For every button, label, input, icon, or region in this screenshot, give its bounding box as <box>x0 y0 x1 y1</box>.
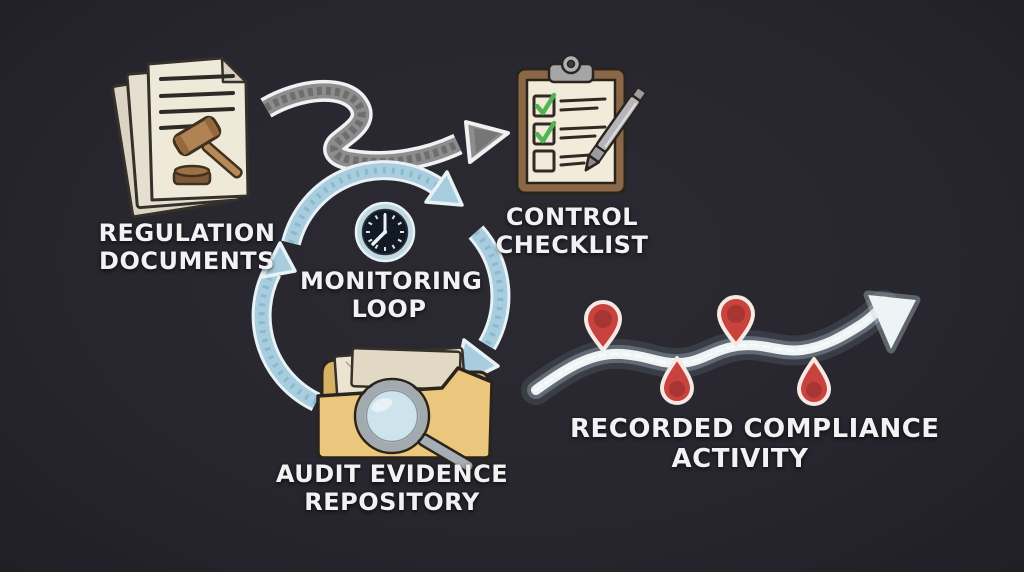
folder-magnifying-glass-icon <box>316 346 494 474</box>
document-folded-corner <box>220 56 248 84</box>
droplet-pin-icon <box>660 356 694 405</box>
label-line: MONITORING <box>300 267 483 295</box>
checkbox-empty <box>532 149 556 173</box>
label-line: LOOP <box>351 295 427 323</box>
monitoring-loop-arrows <box>251 160 511 412</box>
magnifying-glass-icon <box>353 377 477 474</box>
label-line: CHECKLIST <box>495 231 649 259</box>
label-line: REPOSITORY <box>304 488 480 516</box>
loop-arc-top <box>281 160 464 246</box>
droplet-pin-icon <box>797 357 831 406</box>
label-control-checklist: CONTROL CHECKLIST <box>492 203 652 259</box>
label-line: REGULATION <box>98 219 276 247</box>
label-line: CONTROL <box>505 203 639 231</box>
label-line: AUDIT EVIDENCE <box>275 460 509 488</box>
flow-arrowhead <box>464 120 510 164</box>
green-check-icon <box>534 120 557 144</box>
label-line: DOCUMENTS <box>99 247 275 275</box>
label-regulation-documents: REGULATION DOCUMENTS <box>62 219 312 275</box>
label-line: RECORDED COMPLIANCE <box>570 414 940 444</box>
checklist-text-lines <box>559 97 607 167</box>
trend-arrowhead <box>868 295 916 349</box>
rising-trend-arrow-icon <box>521 290 921 406</box>
loop-arc-left <box>251 241 321 412</box>
label-audit-evidence-repository: AUDIT EVIDENCE REPOSITORY <box>268 460 516 516</box>
clipboard-clip <box>547 53 595 84</box>
gavel-icon <box>172 115 243 186</box>
checklist-rows <box>532 92 607 173</box>
green-check-icon <box>534 92 557 116</box>
flow-arrow-documents-to-checklist <box>260 79 510 173</box>
document-stack-gavel-icon <box>111 56 250 219</box>
clock-hour-hand <box>371 230 387 246</box>
clock-icon <box>354 201 416 263</box>
pen-icon <box>584 86 647 172</box>
clock-ticks <box>366 213 404 251</box>
map-pin-icon <box>584 300 622 352</box>
clipboard-checklist-pen-icon <box>515 53 647 195</box>
label-recorded-compliance-activity: RECORDED COMPLIANCE ACTIVITY <box>570 414 940 474</box>
label-monitoring-loop: MONITORING LOOP <box>300 267 483 323</box>
map-pin-icon <box>717 295 755 347</box>
label-line: ACTIVITY <box>671 444 809 474</box>
